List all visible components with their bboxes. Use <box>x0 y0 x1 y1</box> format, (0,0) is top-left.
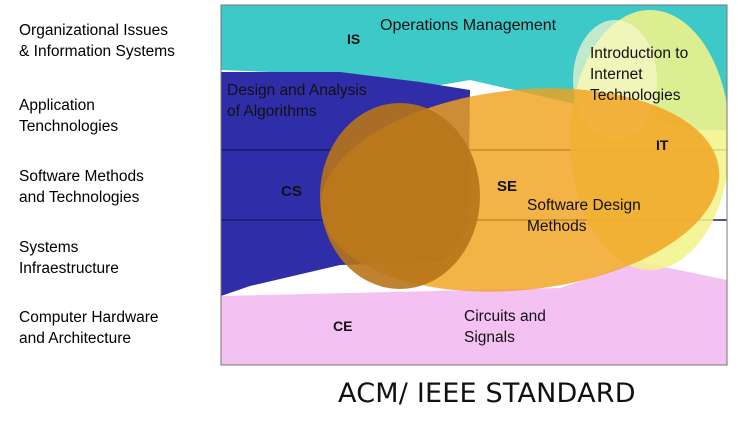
diagram-caption: ACM/ IEEE STANDARD <box>338 378 636 409</box>
software-design-line: Software Design <box>527 197 641 214</box>
circuits-signals-label: Circuits and Signals <box>464 308 550 346</box>
circuits-signals-line: Signals <box>464 329 515 346</box>
circuits-signals-line: Circuits and <box>464 308 546 325</box>
ce-region <box>221 262 727 365</box>
se-label: SE <box>497 178 517 195</box>
cs-label: CS <box>281 183 302 200</box>
algorithms-line: of Algorithms <box>227 103 317 120</box>
diagram-frame <box>220 4 728 366</box>
internet-technologies-line: Technologies <box>590 87 681 104</box>
operations-management-label: Operations Management <box>380 17 557 34</box>
algorithms-label: Design and Analysis of Algorithms <box>227 82 371 120</box>
internet-technologies-label: Introduction to Internet Technologies <box>590 45 693 104</box>
internet-technologies-line: Internet <box>590 66 643 83</box>
ce-label: CE <box>333 318 352 334</box>
row-label-application: Application Tenchnologies <box>19 97 119 135</box>
row-label-software-methods: Software Methods and Technologies <box>19 168 144 206</box>
algorithms-line: Design and Analysis <box>227 82 367 99</box>
is-label: IS <box>347 31 360 47</box>
software-design-line: Methods <box>527 218 587 235</box>
row-label-organizational: Organizational Issues & Information Syst… <box>19 22 175 60</box>
cs-se-overlap <box>320 103 480 289</box>
software-design-label: Software Design Methods <box>527 197 645 235</box>
row-label-systems: Systems Infraestructure <box>19 239 119 277</box>
it-label: IT <box>656 137 669 153</box>
row-label-hardware: Computer Hardware and Architecture <box>19 309 159 347</box>
internet-technologies-line: Introduction to <box>590 45 688 62</box>
